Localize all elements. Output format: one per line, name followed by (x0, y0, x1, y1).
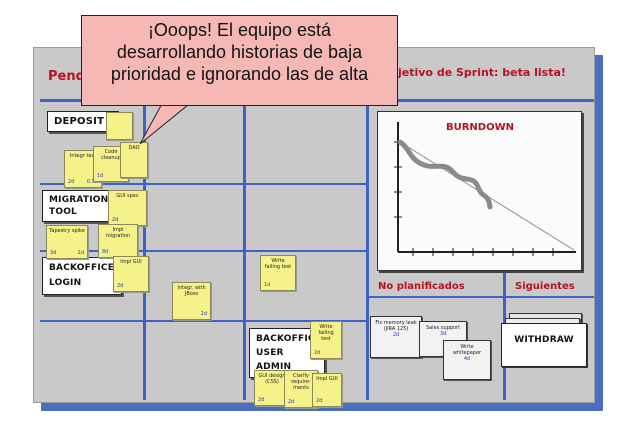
callout-text: ¡Ooops! El equipo está desarrollando his… (81, 19, 398, 85)
callout-line: ¡Ooops! El equipo está (147, 20, 332, 40)
callout-bubble (81, 15, 398, 106)
row-divider (40, 183, 366, 185)
column-divider (366, 100, 369, 400)
task-sticky (106, 112, 133, 140)
task-sticky: DAO (120, 142, 148, 178)
header-pending: Pend (48, 69, 85, 84)
burndown-chart: BURNDOWN (377, 111, 582, 271)
row-divider (368, 296, 594, 298)
header-sprint-goal: jetivo de Sprint: beta lista! (398, 66, 566, 79)
callout-line: desarrollando historias de baja (116, 42, 363, 62)
row-divider (40, 250, 366, 252)
row-divider (40, 320, 366, 322)
burndown-ticks (394, 141, 554, 256)
callout-line: prioridad e ignorando las de alta (110, 64, 369, 84)
burndown-title: BURNDOWN (446, 122, 514, 133)
story-card: BACKOFFICE LOGIN (42, 257, 122, 295)
unplanned-card: Fix memory leak (JIRA 125)2d (370, 316, 422, 358)
burndown-plot: BURNDOWN (394, 122, 576, 256)
header-unplanned: No planificados (378, 281, 465, 292)
callout-pointer (140, 100, 195, 145)
story-card: WITHDRAW (501, 323, 587, 367)
header-next: Siguientes (515, 281, 575, 292)
burndown-actual-line (397, 139, 493, 210)
story-card: MIGRATION TOOL (42, 190, 118, 222)
